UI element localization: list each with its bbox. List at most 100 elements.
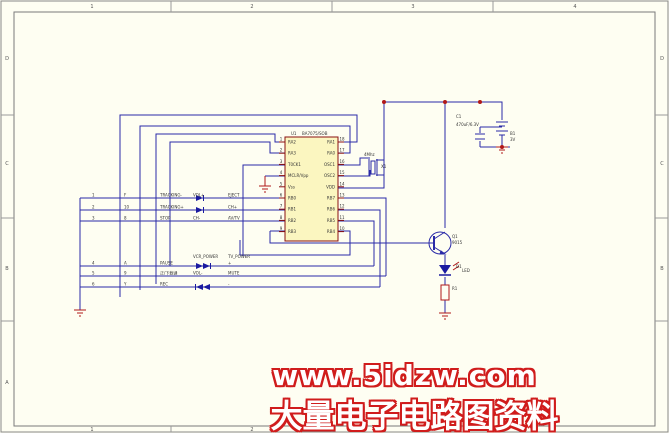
battery-symbol xyxy=(496,121,508,140)
transistor-part: 9015 xyxy=(452,240,463,245)
frame-labels: 1 2 3 4 1 2 D C B A D C B xyxy=(5,4,664,433)
row-label-b: B xyxy=(5,266,9,272)
connector-row-number: 5 xyxy=(92,271,95,276)
connector-row-signal: REC xyxy=(160,282,168,287)
connector-row-signal: TRACKING- xyxy=(159,193,182,198)
row-label-a: A xyxy=(5,380,9,386)
ic-body xyxy=(284,136,339,242)
ic-left-pin-number: 7 xyxy=(280,204,283,209)
row-label-d-right: D xyxy=(660,56,664,62)
ic-right-pin-number: 16 xyxy=(339,159,345,164)
ic-right-pin-name: VDD xyxy=(326,184,335,189)
row-label-c: C xyxy=(5,161,9,167)
transistor-ref: Q1 xyxy=(452,234,458,239)
connector-row-letter: 9 xyxy=(124,271,127,276)
connector-row-letter: F xyxy=(124,193,127,198)
ic-right-pin-name: RB4 xyxy=(327,229,336,234)
led-label: LED xyxy=(462,268,470,273)
ic-right-pin-name: OSC2 xyxy=(324,173,335,178)
ic-left-pin-name: T0CK1 xyxy=(287,162,301,167)
ic-right-pin-number: 14 xyxy=(339,181,345,186)
key-diodes xyxy=(195,195,211,290)
ic-right-pin-name: RB7 xyxy=(327,196,336,201)
ic-right-pin-number: 17 xyxy=(339,148,345,153)
ic-left-pin-number: 3 xyxy=(280,159,283,164)
col-label-4: 4 xyxy=(573,4,576,10)
watermark-url: www.5idzw.com xyxy=(272,359,537,392)
connector-row-letter: Y xyxy=(123,282,127,287)
watermark-title: 大量电子电路图资料 xyxy=(270,397,559,433)
col-label-3: 3 xyxy=(411,4,414,10)
col-label-1: 1 xyxy=(90,4,93,10)
transistor-symbol xyxy=(428,231,452,255)
ic-right-pin-name: RB6 xyxy=(327,207,336,212)
ic-left-pin-number: 8 xyxy=(280,215,283,220)
battery-ref: B1 xyxy=(510,131,516,136)
connector-row-letter: A xyxy=(124,261,127,266)
connector-row-signal: 正/下载键 xyxy=(160,270,177,276)
resistor-ref: R1 xyxy=(452,286,458,291)
ic-right-pin-name: RA1 xyxy=(327,140,335,145)
crystal-label: 4Mhz xyxy=(364,152,375,157)
connector-row-key: CH- xyxy=(193,216,201,221)
connector-row-number: 2 xyxy=(92,205,95,210)
ic-left-pin-number: 1 xyxy=(280,137,283,142)
row-label-c-right: C xyxy=(660,161,664,167)
crystal-ref: X1 xyxy=(381,164,387,169)
connector-row-signal: TRACKING+ xyxy=(159,205,184,210)
connector-row-function: AV/TV xyxy=(228,216,240,221)
connector-row-letter: 10 xyxy=(124,205,130,210)
led-ref: D1 xyxy=(456,264,462,269)
crystal-symbol xyxy=(368,159,378,176)
connector-row-number: 6 xyxy=(92,282,95,287)
inner-frame xyxy=(13,11,656,427)
ic-right-pin-name: RB5 xyxy=(327,218,336,223)
ic-right-pin-name: RA0 xyxy=(327,151,335,156)
ic-part: BA7075/SOB xyxy=(302,131,328,136)
ic-left-pin-number: 5 xyxy=(280,181,283,186)
ic-left-pin-number: 4 xyxy=(280,170,283,175)
tv-power-label: TV_POWER xyxy=(227,254,250,259)
ic-right-pin-number: 12 xyxy=(339,204,345,209)
ic-right-pin-number: 15 xyxy=(339,170,345,175)
ic-ref: U1 xyxy=(291,131,297,136)
connector-row-function: CH+ xyxy=(228,205,237,210)
ic-right-pin-number: 11 xyxy=(339,215,345,220)
led-symbol xyxy=(439,261,460,276)
ic-right-pin-number: 10 xyxy=(339,226,345,231)
col-label-2: 2 xyxy=(250,4,253,10)
ic-left-pin-name: RB1 xyxy=(288,207,297,212)
connector-row-function: EJECT xyxy=(228,193,240,198)
connector-row-number: 3 xyxy=(92,216,95,221)
capacitor-value: 470uF/6.3V xyxy=(456,122,479,127)
connector-row-signal: PAUSE xyxy=(160,261,173,266)
row-label-b-right: B xyxy=(660,266,664,272)
ic-pins: 1RA22RA33T0CK14MCLR/Vpp5Vss6RB07RB18RB29… xyxy=(279,137,345,234)
ic-left-pin-name: RB0 xyxy=(288,196,297,201)
connector-row-function: + xyxy=(228,261,231,266)
connector-row-signal: STOP xyxy=(160,216,171,221)
ic-left-pin-name: RA3 xyxy=(288,151,296,156)
ic-left-pin-name: RB2 xyxy=(288,218,297,223)
wires xyxy=(79,101,510,313)
connector-row-letter: 8 xyxy=(124,216,127,221)
row-label-d: D xyxy=(5,56,9,62)
connector-row-function: - xyxy=(228,282,230,287)
capacitor-ref: C1 xyxy=(456,114,462,119)
ic-right-pin-number: 18 xyxy=(339,137,345,142)
connector-row-number: 4 xyxy=(92,261,95,266)
ic-right-pin-name: OSC1 xyxy=(324,162,335,167)
ic-left-pin-number: 2 xyxy=(280,148,283,153)
capacitor-symbol xyxy=(475,133,485,140)
ic-left-pin-number: 6 xyxy=(280,193,283,198)
ic-left-pin-name: MCLR/Vpp xyxy=(288,173,309,178)
battery-value: 3V xyxy=(510,137,516,142)
connector-row-key: VOL+ xyxy=(193,193,204,198)
connector-row-function: MUTE xyxy=(228,271,240,276)
col-label-2-bottom: 2 xyxy=(250,427,253,433)
col-label-1-bottom: 1 xyxy=(90,427,93,433)
